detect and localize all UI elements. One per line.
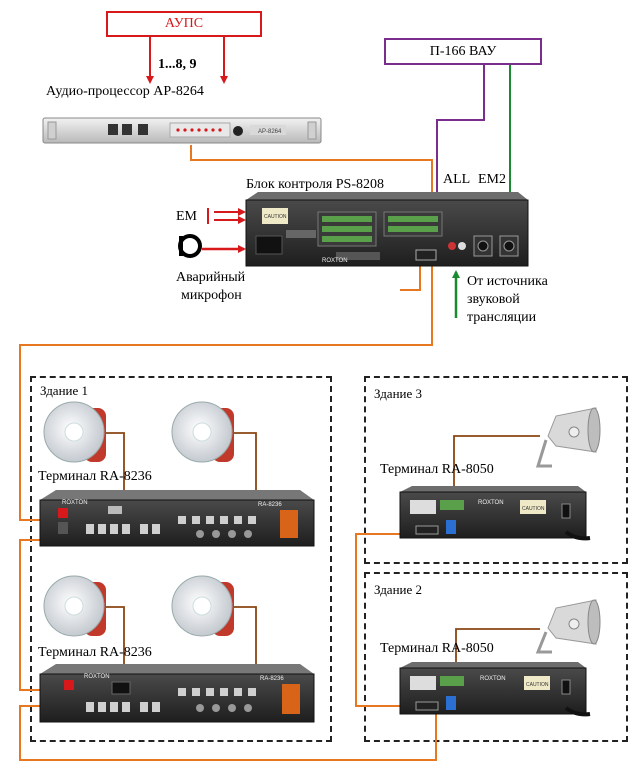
- aups-label: АУПС: [164, 16, 204, 31]
- vau-all-line: [433, 65, 485, 214]
- aups-box: АУПС: [106, 11, 262, 37]
- source-label-2: звуковой: [467, 292, 520, 307]
- horn-speaker-icon: [535, 599, 601, 654]
- em-label: EM: [176, 209, 197, 224]
- ps-8208-device: [245, 192, 529, 267]
- ra2-brand-text: ROXTON: [84, 674, 110, 680]
- channels-label: 1...8, 9: [158, 57, 197, 72]
- ra-8050-device-1: [399, 486, 591, 541]
- building-3-label: Здание 3: [374, 386, 423, 401]
- ra3-brand-text: ROXTON: [478, 500, 504, 506]
- ceiling-speaker-icon: [171, 401, 234, 463]
- building-2-label: Здание 2: [374, 582, 423, 597]
- em2-label: EM2: [478, 172, 506, 187]
- audio-processor-device: [42, 117, 322, 144]
- mic-icon: [178, 234, 246, 258]
- source-label-3: трансляции: [467, 310, 537, 325]
- building-2-zone: [364, 572, 628, 742]
- building-1-label: Здание 1: [40, 383, 89, 398]
- speaker-wires: [100, 432, 540, 668]
- ra-8236-device-2: [39, 664, 315, 723]
- ra-8050-device-2: [399, 662, 591, 717]
- ps-label: Блок контроля PS-8208: [246, 177, 384, 192]
- source-label-1: От источника: [467, 274, 548, 289]
- em-arrows: [207, 208, 246, 224]
- terminal-3-label: Терминал RA-8050: [380, 462, 494, 477]
- ceiling-speaker-icon: [43, 401, 106, 463]
- audio-processor-label: Аудио-процессор AP-8264: [46, 84, 204, 99]
- mic-label-2: микрофон: [181, 288, 242, 303]
- ra4-caution-text: CAUTION: [526, 682, 549, 688]
- mic-label-1: Аварийный: [176, 270, 246, 285]
- all-label: ALL: [443, 172, 471, 187]
- ceiling-speaker-icon: [171, 575, 234, 637]
- terminal-4-label: Терминал RA-8050: [380, 641, 494, 656]
- terminal-1-label: Терминал RA-8236: [38, 469, 152, 484]
- vau-label: П-166 ВАУ: [429, 43, 497, 59]
- building-3-zone: [364, 376, 628, 564]
- ap-panel-text: AP-8264: [258, 129, 282, 135]
- aups-arrows: [146, 37, 228, 84]
- ra1-model-text: RA-8236: [258, 502, 282, 508]
- terminal-2-label: Терминал RA-8236: [38, 645, 152, 660]
- ra4-brand-text: ROXTON: [480, 676, 506, 682]
- ra-8236-device-1: [39, 490, 315, 547]
- ra3-caution-text: CAUTION: [522, 506, 545, 512]
- ra1-brand-text: ROXTON: [62, 500, 88, 506]
- ps-brand-text: ROXTON: [322, 258, 348, 264]
- ceiling-speaker-icon: [43, 575, 106, 637]
- ra2-model-text: RA-8236: [260, 676, 284, 682]
- horn-speaker-icon: [535, 407, 601, 468]
- building-1-zone: [30, 376, 332, 742]
- ps-caution-text: CAUTION: [264, 214, 287, 220]
- vau-box: П-166 ВАУ: [384, 38, 542, 65]
